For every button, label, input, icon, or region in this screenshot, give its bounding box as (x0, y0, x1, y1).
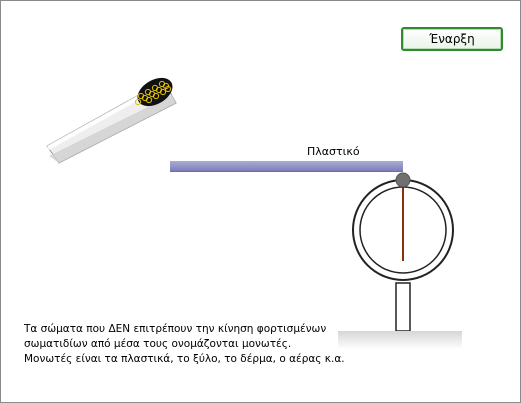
plastic-rod (170, 161, 403, 172)
info-line: Τα σώματα που ΔΕΝ επιτρέπουν την κίνηση … (24, 323, 327, 335)
info-line: σωματιδίων από μέσα τους ονομάζονται μον… (24, 338, 292, 350)
charge (152, 92, 160, 100)
charge (134, 98, 142, 106)
charge (159, 88, 167, 96)
info-text: Τα σώματα που ΔΕΝ επιτρέπουν την κίνηση … (24, 322, 354, 367)
ground-shadow (338, 331, 462, 349)
electroscope-stand (395, 282, 411, 332)
rod-material-label: Πλαστικό (307, 145, 360, 158)
electroscope-knob (395, 172, 411, 188)
charged-stick-icon[interactable] (46, 72, 177, 164)
electroscope-icon (352, 172, 454, 332)
info-line: Μονωτές είναι τα πλαστικά, το ξύλο, το δ… (24, 353, 345, 365)
start-button[interactable]: Έναρξη (401, 27, 503, 51)
charge (145, 96, 153, 104)
charge (164, 85, 172, 93)
charge-cluster (134, 77, 173, 107)
